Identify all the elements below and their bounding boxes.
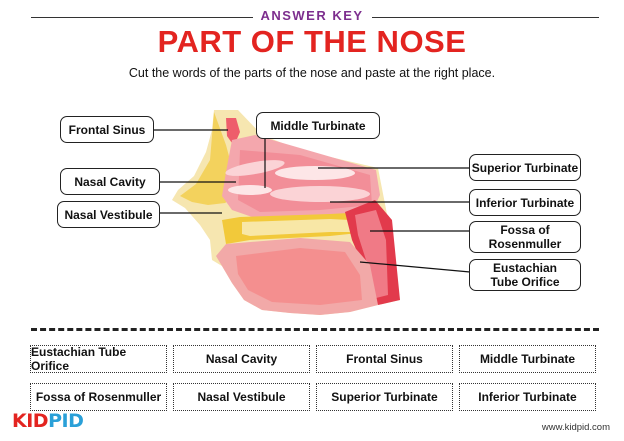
palate-detail: [242, 219, 350, 236]
cutout-word[interactable]: Superior Turbinate: [316, 383, 453, 411]
label-inferior-turbinate: Inferior Turbinate: [469, 189, 581, 216]
cut-line: [31, 328, 599, 331]
label-text: Nasal Vestibule: [64, 207, 153, 222]
logo-kid: KID: [12, 410, 49, 432]
pharynx-inner: [355, 210, 388, 298]
label-text-line2: Tube Orifice: [490, 275, 560, 289]
label-nasal-cavity: Nasal Cavity: [60, 168, 160, 195]
inferior-turbinate-shape: [270, 186, 370, 202]
cutout-text: Inferior Turbinate: [478, 390, 577, 404]
cutout-text: Frontal Sinus: [346, 352, 423, 366]
cutout-text: Middle Turbinate: [479, 352, 576, 366]
label-frontal-sinus: Frontal Sinus: [60, 116, 154, 143]
cutout-word[interactable]: Nasal Vestibule: [173, 383, 310, 411]
tongue: [236, 248, 362, 305]
superior-turbinate-shape: [275, 166, 355, 180]
logo-pid: PID: [48, 410, 84, 432]
page-title: PART OF THE NOSE: [157, 24, 467, 59]
website-url: www.kidpid.com: [541, 422, 610, 433]
cutout-text: Superior Turbinate: [331, 390, 438, 404]
label-text-line1: Fossa of: [500, 223, 550, 237]
label-text: Inferior Turbinate: [475, 195, 575, 210]
cutout-word[interactable]: Middle Turbinate: [459, 345, 596, 373]
label-text: Nasal Cavity: [74, 174, 146, 189]
label-eustachian-tube-orifice: Eustachian Tube Orifice: [469, 259, 581, 291]
label-nasal-vestibule: Nasal Vestibule: [57, 201, 160, 228]
cutout-text: Nasal Vestibule: [197, 390, 286, 404]
label-text: Superior Turbinate: [471, 160, 579, 175]
label-superior-turbinate: Superior Turbinate: [469, 154, 581, 181]
cutout-word[interactable]: Frontal Sinus: [316, 345, 453, 373]
inner-cavity: [238, 150, 372, 212]
label-text-line2: Rosenmuller: [488, 237, 562, 251]
label-middle-turbinate: Middle Turbinate: [256, 112, 380, 139]
cutout-word[interactable]: Fossa of Rosenmuller: [30, 383, 167, 411]
answer-key-heading: ANSWER KEY: [260, 8, 364, 23]
cutout-text: Fossa of Rosenmuller: [35, 390, 162, 404]
label-fossa-of-rosenmuller: Fossa of Rosenmuller: [469, 221, 581, 253]
middle-turbinate-shape: [225, 160, 285, 176]
cutout-word[interactable]: Inferior Turbinate: [459, 383, 596, 411]
lower-turbinate-shape: [228, 185, 272, 195]
header-rule-right: [372, 17, 599, 18]
cutout-text: Nasal Cavity: [205, 352, 278, 366]
cutout-text: Eustachian Tube Orifice: [31, 345, 127, 373]
label-text-line1: Eustachian: [492, 261, 558, 275]
label-text: Frontal Sinus: [68, 122, 146, 137]
kidpid-logo: KIDPID: [12, 410, 84, 432]
instruction-text: Cut the words of the parts of the nose a…: [128, 66, 496, 80]
cutout-word[interactable]: Nasal Cavity: [173, 345, 310, 373]
label-text: Middle Turbinate: [270, 118, 366, 133]
frontal-sinus-shape: [226, 118, 240, 146]
cutout-word[interactable]: Eustachian Tube Orifice: [30, 345, 167, 373]
header-rule-left: [31, 17, 253, 18]
